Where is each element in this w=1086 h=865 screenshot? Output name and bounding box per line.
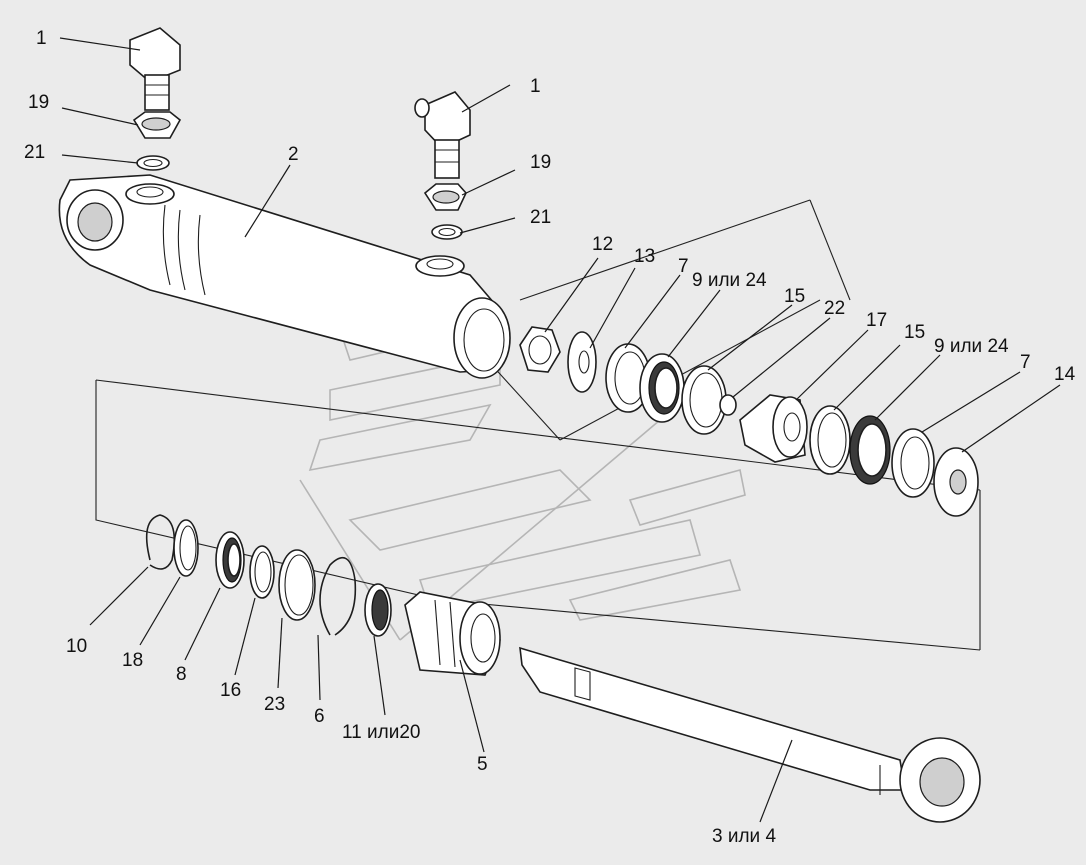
label-7b: 7 xyxy=(1020,352,1031,373)
lower-parts-row xyxy=(145,514,501,676)
label-21a: 21 xyxy=(24,142,45,163)
cylinder-body xyxy=(58,174,511,379)
fitting-left xyxy=(129,27,182,171)
label-2: 2 xyxy=(288,144,299,165)
label-5: 5 xyxy=(477,754,488,775)
label-15a: 15 xyxy=(784,286,805,307)
upper-parts-row xyxy=(519,326,979,517)
label-11: 11 или20 xyxy=(342,722,420,743)
part-labels: 1 1 19 19 21 21 2 12 13 7 9 или 24 15 22… xyxy=(24,28,1076,847)
label-17: 17 xyxy=(866,310,887,331)
piston-rod xyxy=(519,646,981,823)
label-19a: 19 xyxy=(28,92,49,113)
label-12: 12 xyxy=(592,234,613,255)
label-23: 23 xyxy=(264,694,285,715)
label-9b: 9 или 24 xyxy=(934,336,1009,357)
label-22: 22 xyxy=(824,298,845,319)
fitting-right xyxy=(414,91,471,240)
label-7a: 7 xyxy=(678,256,689,277)
label-21b: 21 xyxy=(530,207,551,228)
label-18: 18 xyxy=(122,650,143,671)
label-15b: 15 xyxy=(904,322,925,343)
label-14: 14 xyxy=(1054,364,1076,385)
label-10: 10 xyxy=(66,636,87,657)
label-9a: 9 или 24 xyxy=(692,270,767,291)
label-13: 13 xyxy=(634,246,655,267)
label-16: 16 xyxy=(220,680,241,701)
label-3: 3 или 4 xyxy=(712,826,776,847)
label-1b: 1 xyxy=(530,76,541,97)
label-1a: 1 xyxy=(36,28,47,49)
label-6: 6 xyxy=(314,706,325,727)
leader-lines xyxy=(59,37,1061,823)
label-19b: 19 xyxy=(530,152,551,173)
label-8: 8 xyxy=(176,664,187,685)
